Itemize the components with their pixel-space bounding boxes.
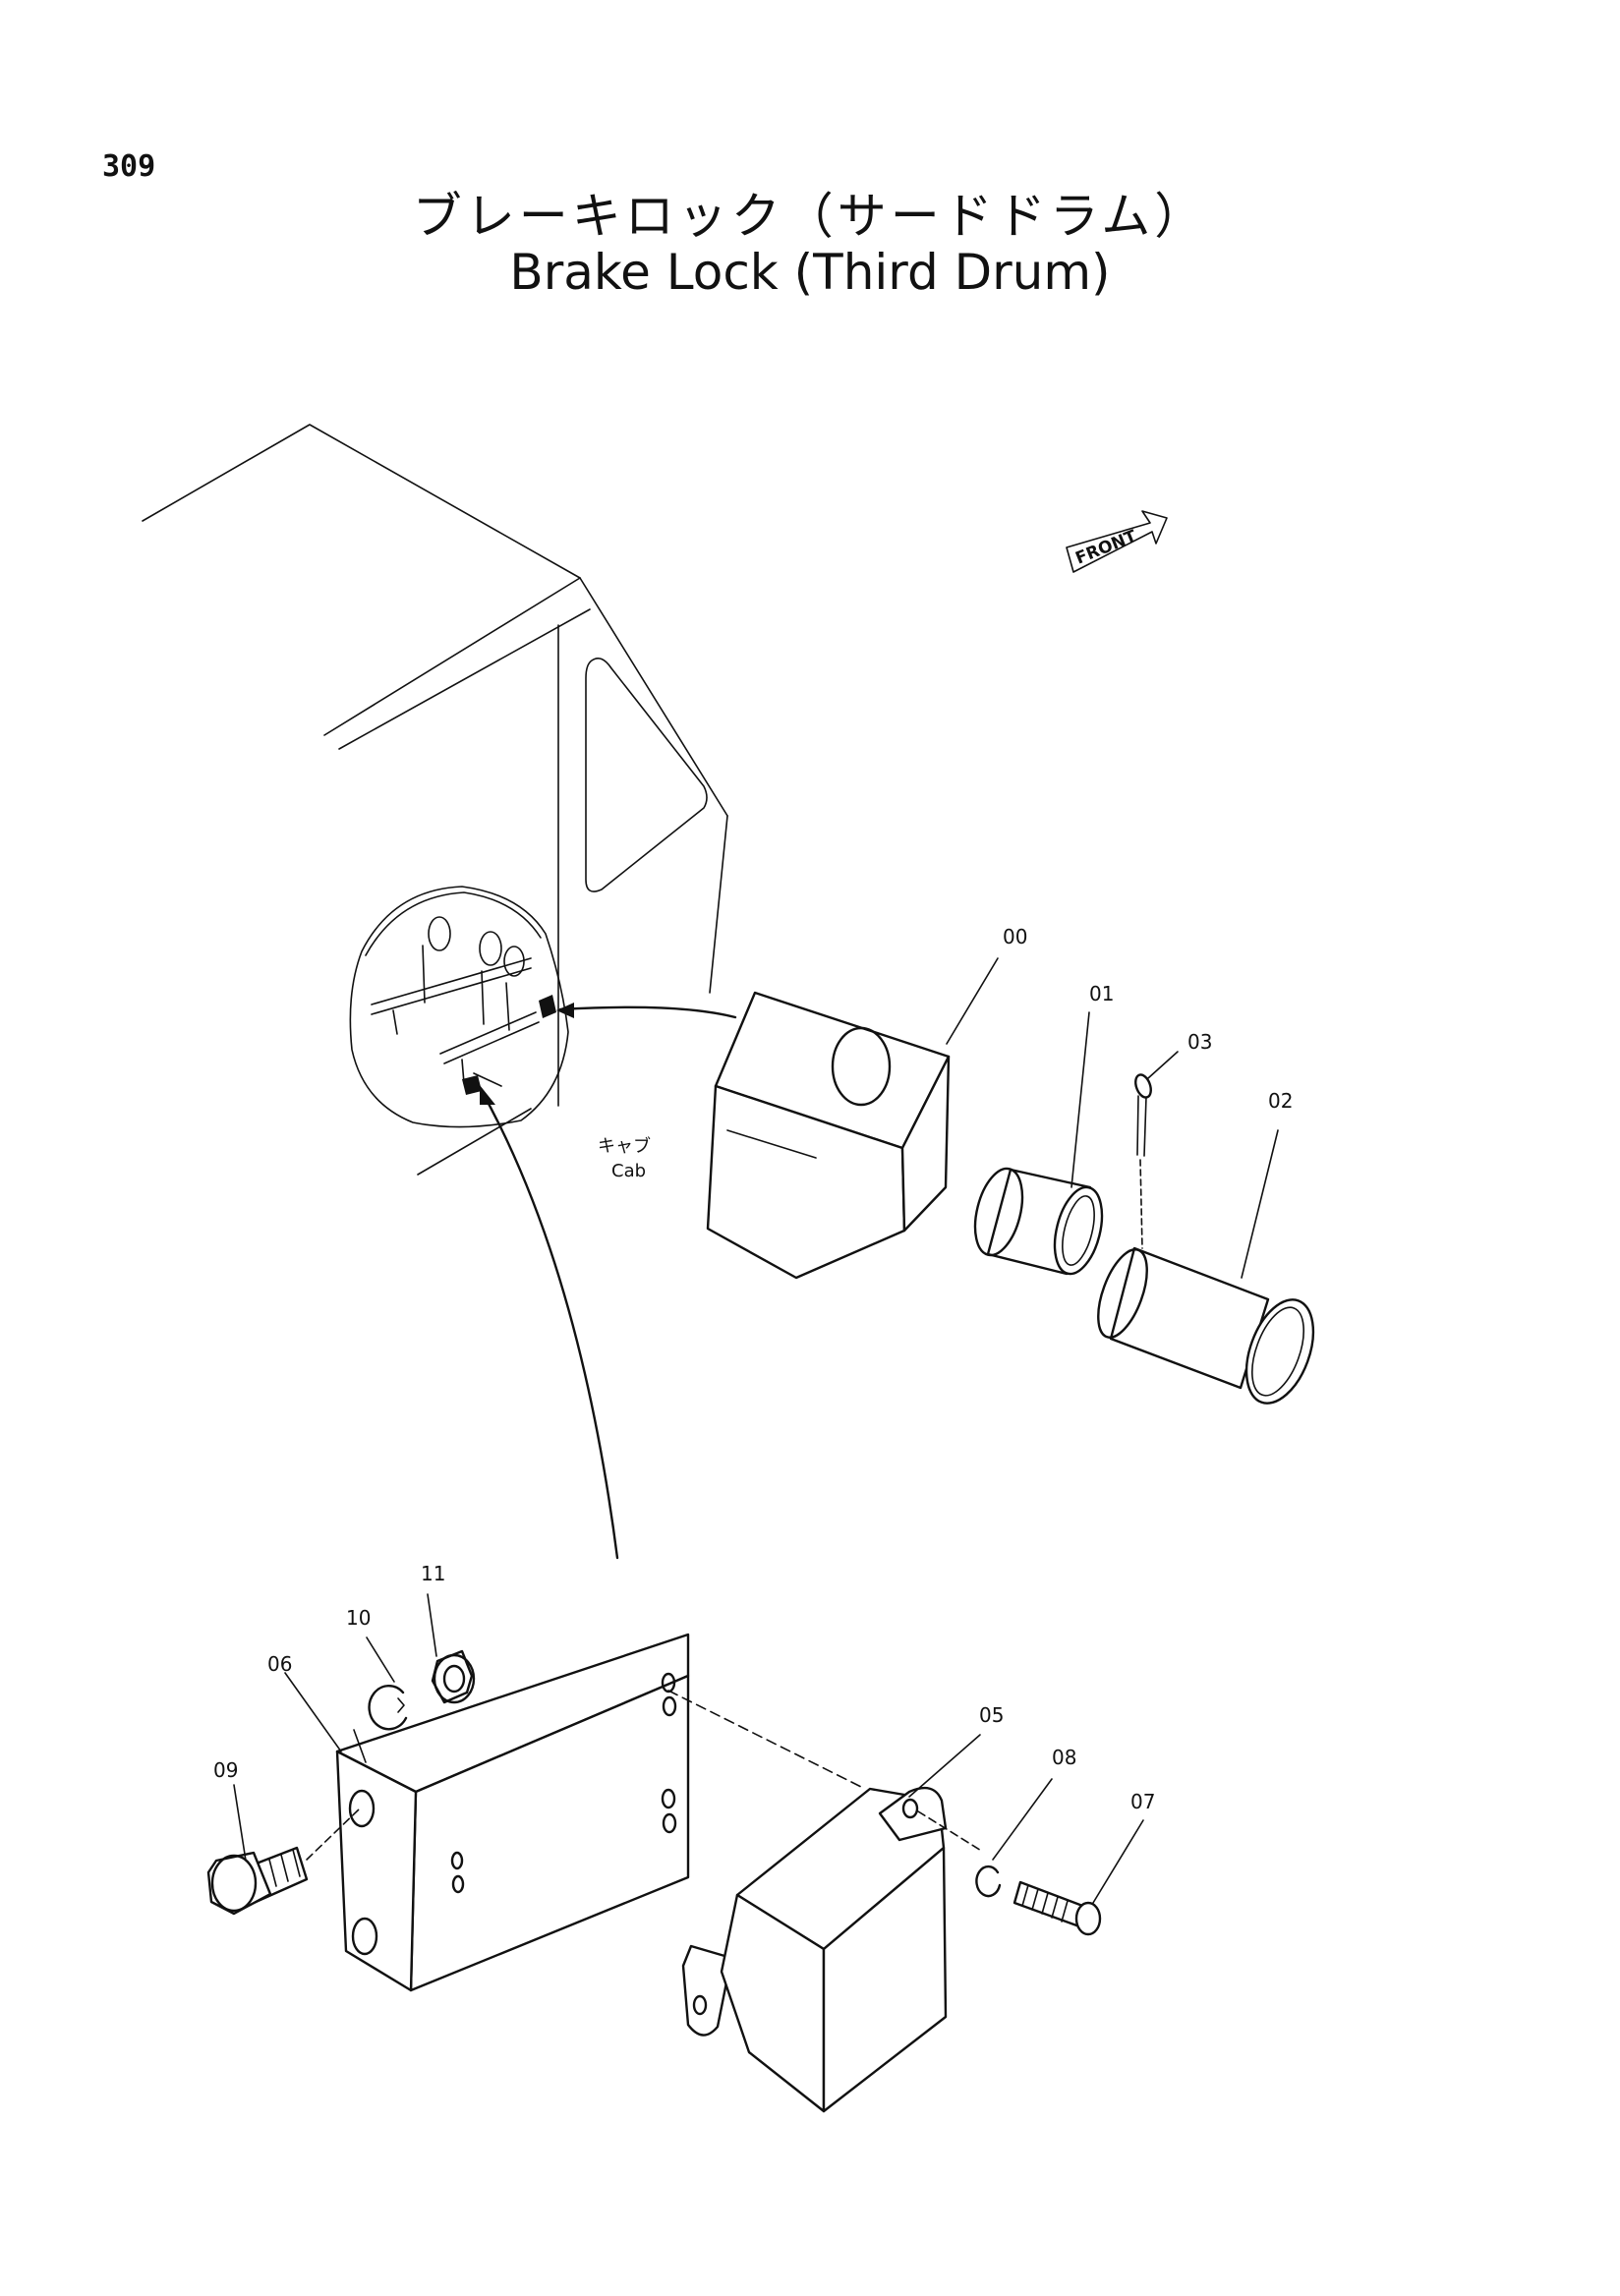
part-label-11: 11 — [421, 1562, 445, 1585]
title-japanese: ブレーキロック（サードドラム） — [412, 188, 1208, 245]
part-09-bolt — [206, 1784, 361, 1916]
part-label-05: 05 — [979, 1703, 1004, 1727]
part-11-nut — [427, 1593, 476, 1704]
part-label-10: 10 — [346, 1606, 371, 1630]
assembly-arrows — [480, 1003, 737, 1560]
part-label-02: 02 — [1268, 1089, 1293, 1113]
cab-outline — [142, 424, 728, 1176]
part-number-labels: 00 01 03 02 11 10 06 09 05 08 07 — [213, 925, 1293, 1813]
part-label-00: 00 — [1003, 925, 1027, 948]
part-08-washer — [975, 1778, 1053, 1898]
part-label-03: 03 — [1187, 1030, 1212, 1054]
part-label-09: 09 — [213, 1758, 238, 1782]
front-label: FRONT — [1072, 527, 1139, 569]
cab-label-english: Cab — [611, 1161, 646, 1181]
part-06-bracket — [284, 1633, 866, 1992]
part-label-08: 08 — [1052, 1746, 1076, 1769]
title-english: Brake Lock (Third Drum) — [509, 244, 1111, 301]
part-05-switch — [681, 1734, 984, 2113]
part-02-pin — [1097, 1129, 1315, 1405]
part-03-cotter-pin — [1134, 1051, 1179, 1249]
cab-cutaway-detail — [349, 886, 569, 1128]
part-01-bushing — [973, 1011, 1104, 1276]
part-00-cover — [706, 957, 999, 1280]
part-label-06: 06 — [267, 1652, 292, 1676]
front-direction-indicator: FRONT — [1066, 510, 1168, 573]
part-label-07: 07 — [1130, 1790, 1155, 1813]
part-label-01: 01 — [1089, 982, 1114, 1005]
part-10-snap-ring — [366, 1636, 408, 1731]
page-number: 309 — [102, 149, 156, 184]
part-07-screw — [1012, 1819, 1144, 1936]
cab-label-japanese: キャブ — [598, 1135, 651, 1157]
